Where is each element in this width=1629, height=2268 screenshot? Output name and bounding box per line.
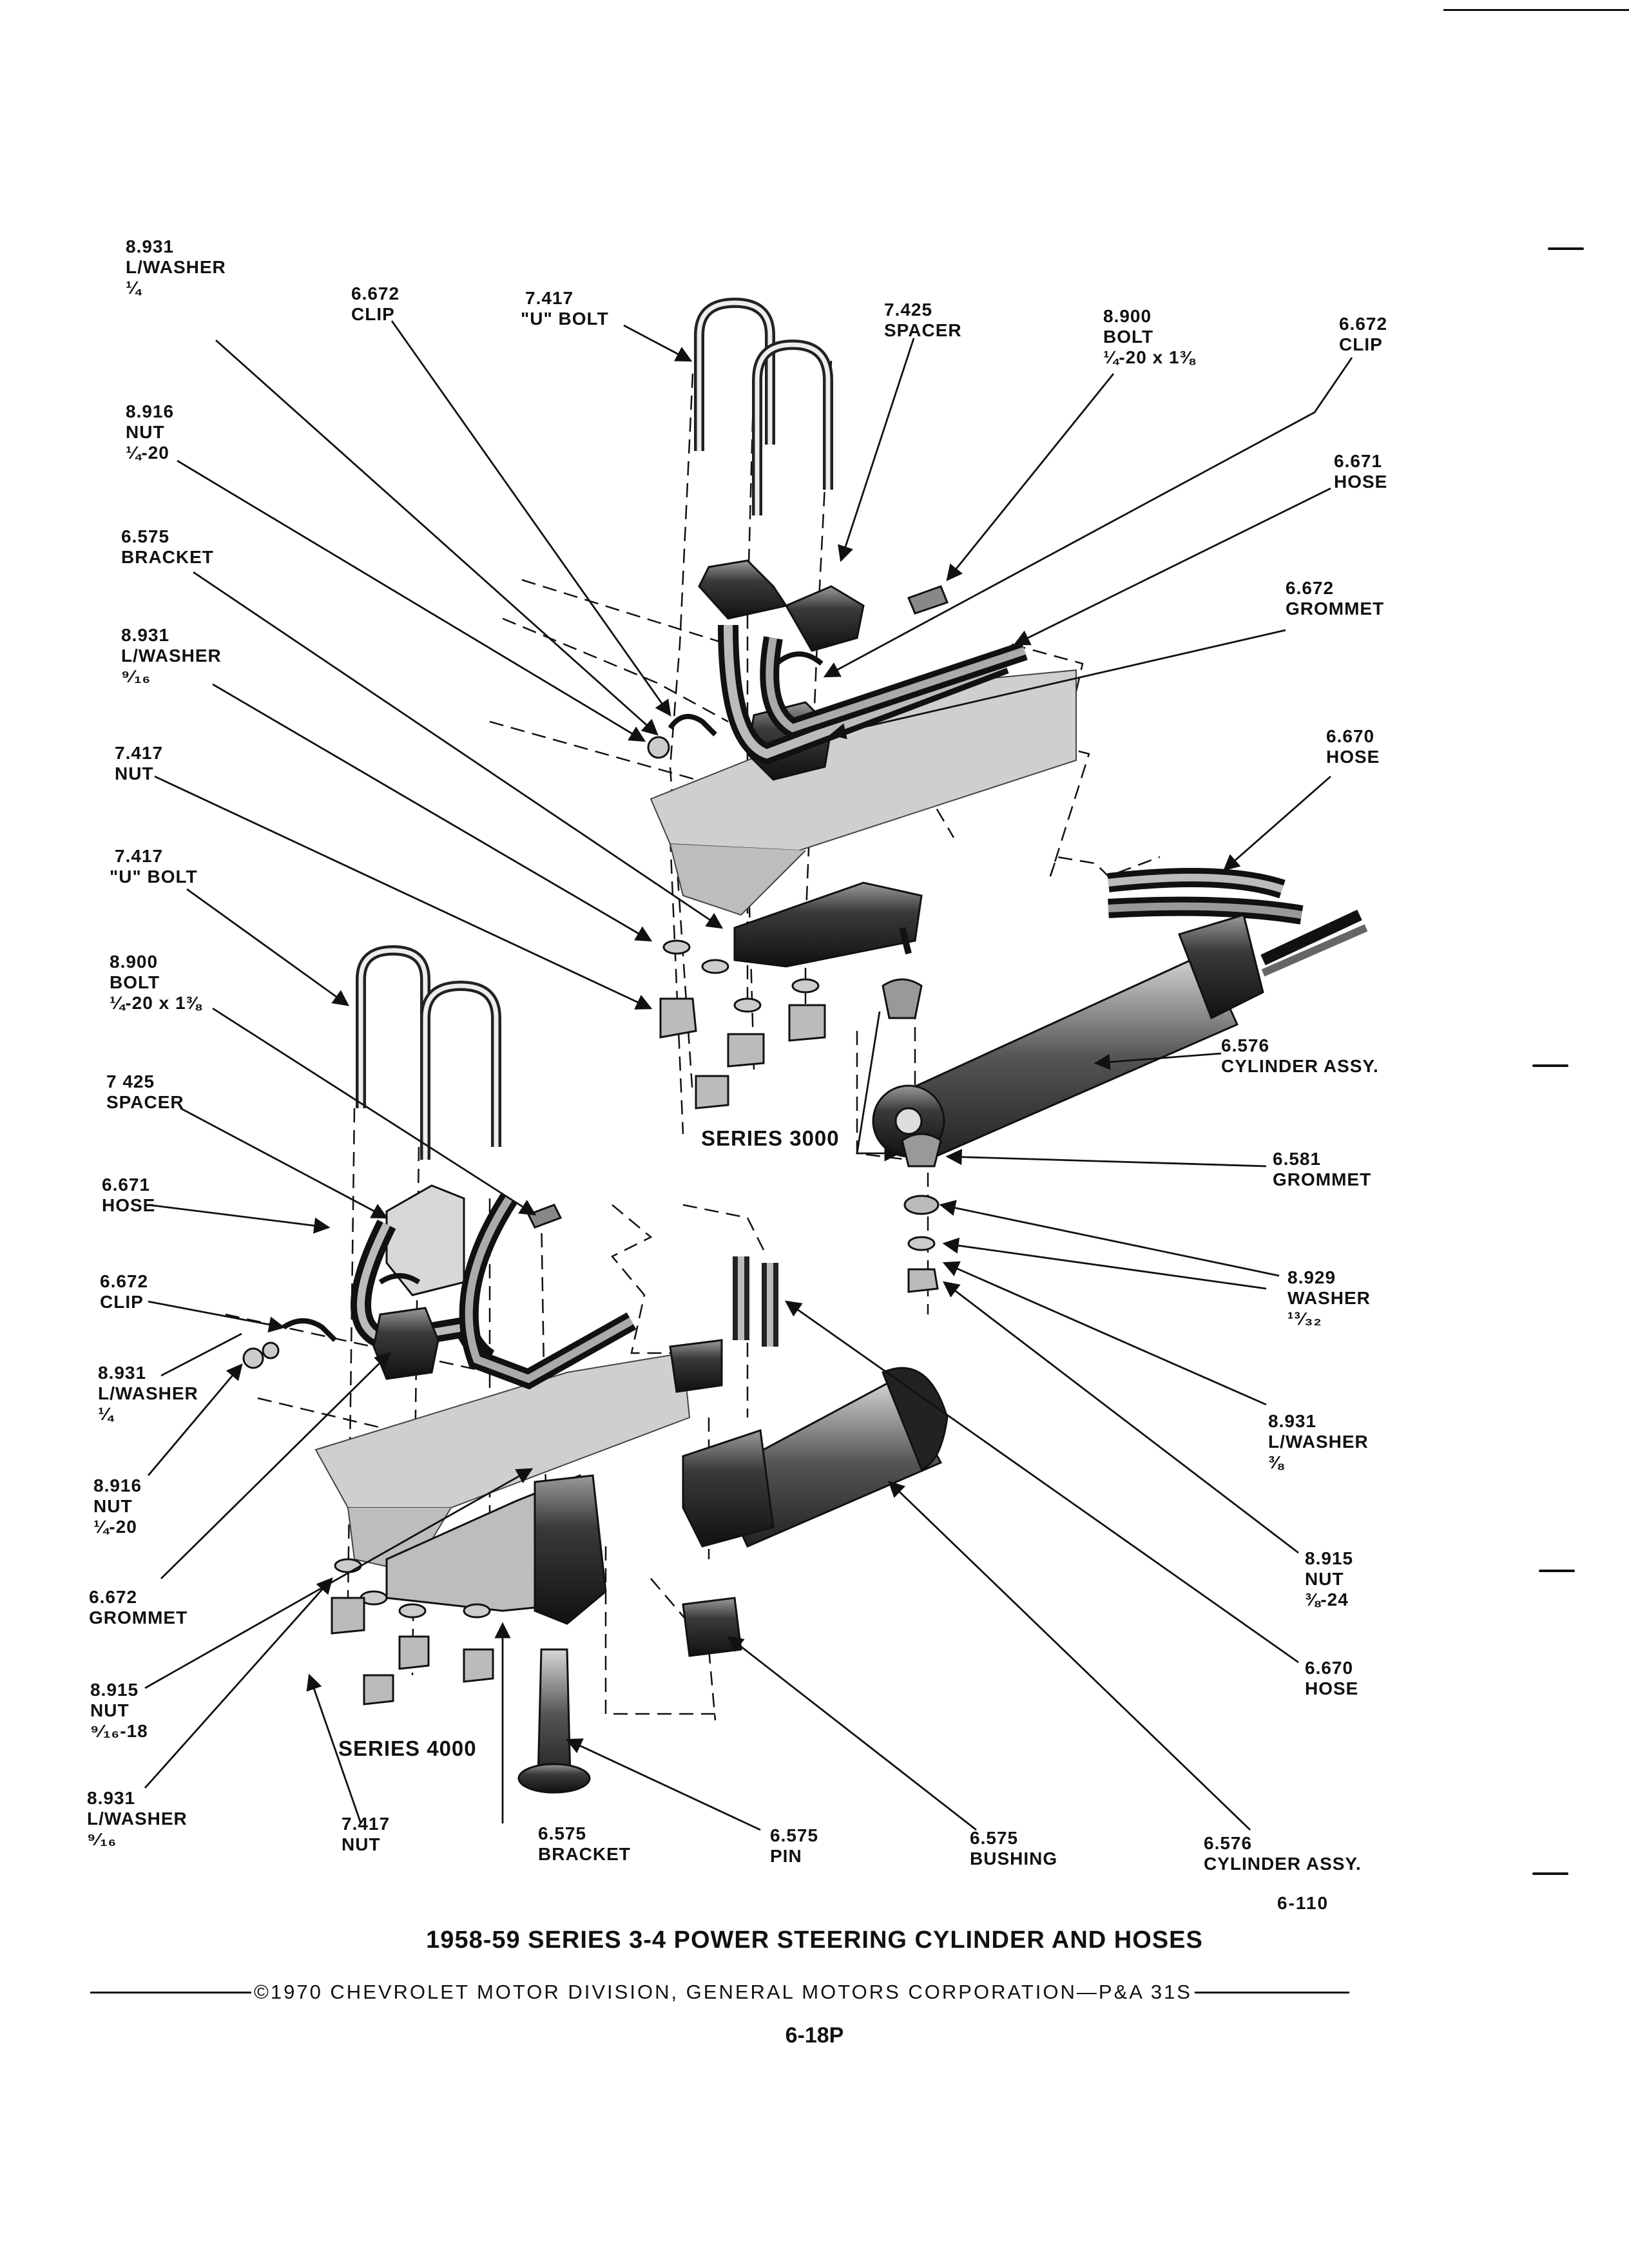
page-number: 6-18P [785, 2023, 844, 2048]
series-3000-label: SERIES 3000 [701, 1126, 840, 1150]
edge-mark [1548, 247, 1584, 250]
copyright-line: ©1970 CHEVROLET MOTOR DIVISION, GENERAL … [90, 1978, 1353, 2006]
figure-reference-code: 6-110 [1277, 1893, 1329, 1913]
diagram-title: 1958-59 SERIES 3-4 POWER STEERING CYLIND… [426, 1927, 1203, 1954]
top-edge-rule [1443, 9, 1629, 11]
series-3000-assembly [489, 297, 1368, 1314]
edge-mark [1532, 1872, 1568, 1875]
copyright-text: ©1970 CHEVROLET MOTOR DIVISION, GENERAL … [254, 1981, 1192, 2003]
copyright-rule-right [1194, 1991, 1349, 1994]
series-4000-label: SERIES 4000 [338, 1736, 477, 1760]
copyright-rule-left [90, 1991, 251, 1994]
leader-lines [144, 320, 1353, 1831]
series-4000-assembly [225, 945, 949, 1794]
label-s3-ubolt: 7.417"U" BOLT [521, 288, 609, 329]
edge-mark [1539, 1570, 1575, 1572]
label-s4-ubolt: 7.417"U" BOLT [110, 846, 198, 887]
edge-mark [1532, 1064, 1568, 1067]
